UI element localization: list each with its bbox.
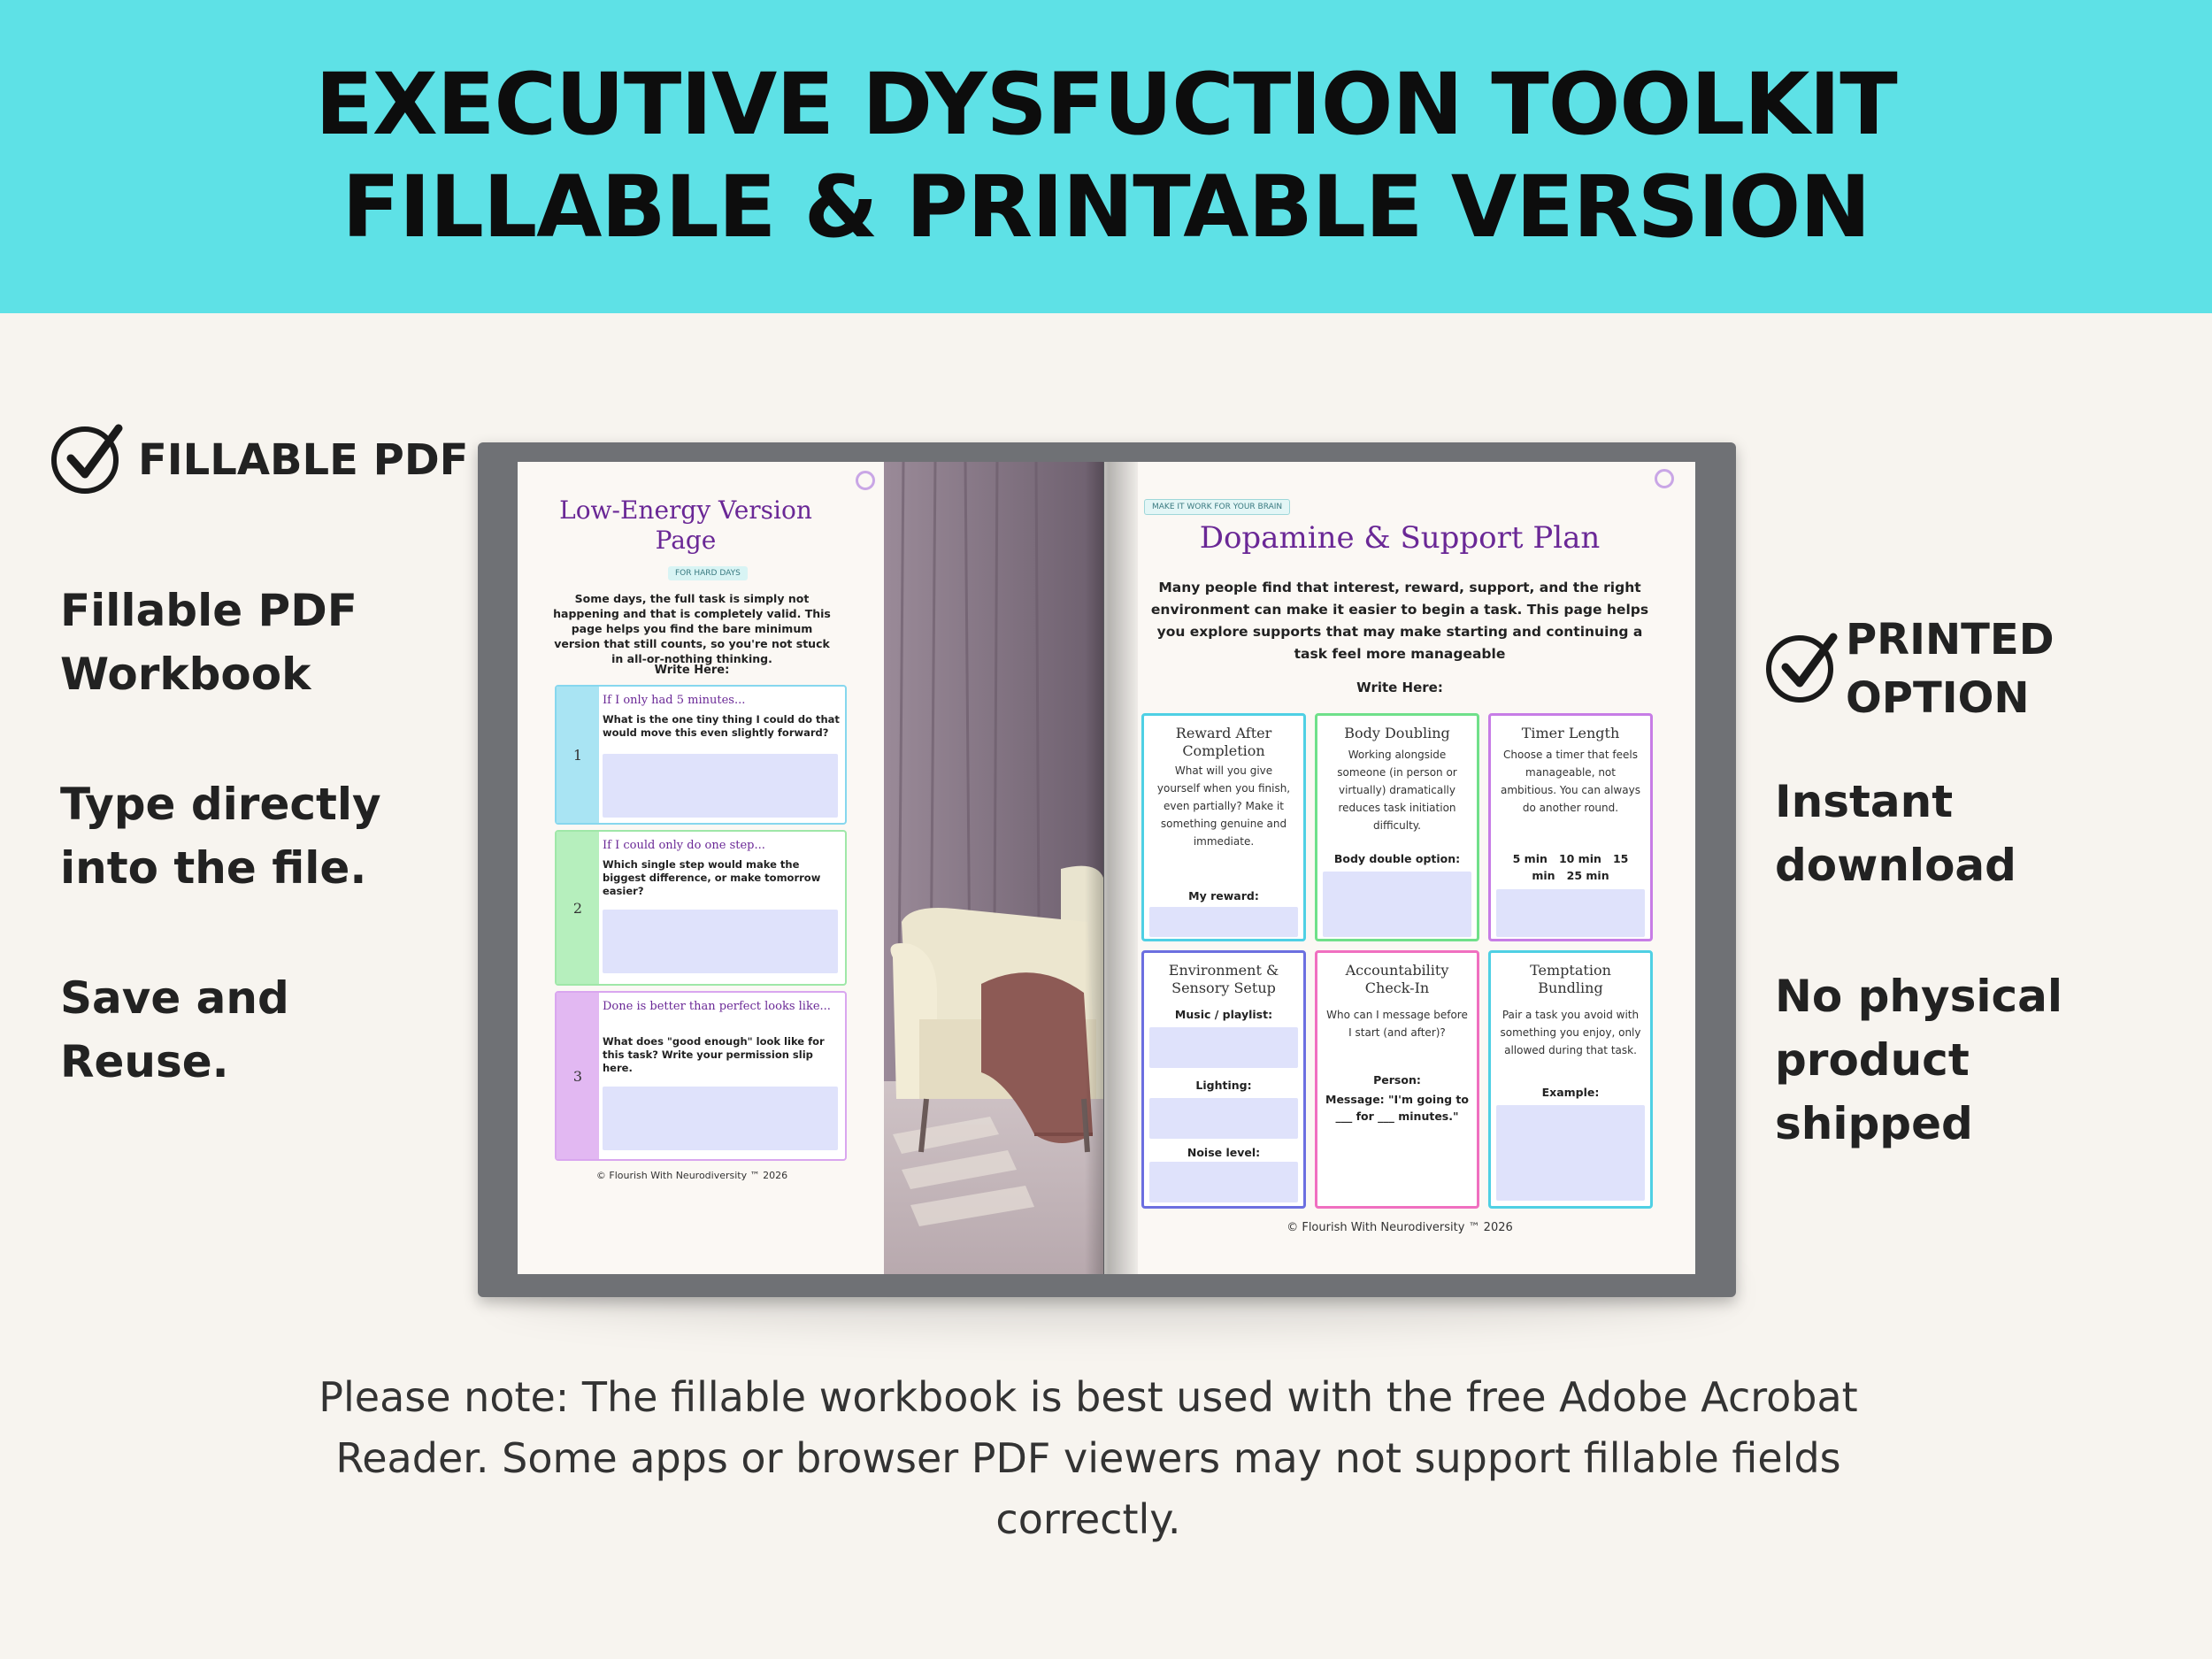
low-energy-intro: Some days, the full task is simply not h… — [553, 592, 831, 665]
printed-option-heading: PRINTED OPTION — [1766, 611, 2067, 727]
fillable-pdf-heading: FILLABLE PDF — [51, 424, 469, 494]
prompt-box-5-minutes: 1 If I only had 5 minutes... What is the… — [555, 685, 847, 825]
dopamine-plan-title: Dopamine & Support Plan — [1199, 520, 1601, 556]
card-title: Accountability Check-In — [1345, 962, 1449, 996]
card-label: Music / playlist: — [1174, 1008, 1273, 1021]
card-title: Body Doubling — [1344, 725, 1450, 741]
prompt-question: What is the one tiny thing I could do th… — [603, 713, 840, 739]
feature-save-reuse: Save and Reuse. — [60, 972, 289, 1087]
card-title: Reward After Completion — [1175, 725, 1272, 759]
brain-tag: MAKE IT WORK FOR YOUR BRAIN — [1144, 499, 1291, 515]
card-timer-length: Timer Length Choose a timer that feels m… — [1488, 713, 1653, 941]
feature-no-physical-product: No physical product shipped — [1775, 971, 2062, 1149]
prompt-number: 3 — [557, 993, 599, 1159]
prompt-lead: Done is better than perfect looks like..… — [603, 1000, 831, 1013]
check-circle-icon — [51, 424, 123, 494]
card-title: Timer Length — [1521, 725, 1620, 741]
copyright-footer: © Flourish With Neurodiversity ™ 2026 — [1286, 1221, 1513, 1234]
title-banner: EXECUTIVE DYSFUCTION TOOLKIT FILLABLE & … — [0, 0, 2212, 313]
prompt-box-one-step: 2 If I could only do one step... Which s… — [555, 830, 847, 986]
fillable-answer-field[interactable] — [603, 1087, 838, 1150]
copyright-footer: © Flourish With Neurodiversity ™ 2026 — [595, 1170, 788, 1181]
card-label: Body double option: — [1333, 852, 1461, 865]
hard-days-tag: FOR HARD DAYS — [668, 566, 748, 580]
card-title: Temptation Bundling — [1530, 962, 1611, 996]
card-title: Environment & Sensory Setup — [1168, 962, 1279, 996]
write-here-label: Write Here: — [654, 664, 730, 677]
fillable-answer-field[interactable] — [1496, 1105, 1645, 1201]
banner-title-line-2: FILLABLE & PRINTABLE VERSION — [342, 157, 1870, 257]
prompt-number: 2 — [557, 832, 599, 984]
adobe-reader-note: Please note: The fillable workbook is be… — [319, 1373, 1858, 1543]
write-here-label: Write Here: — [1356, 680, 1443, 695]
low-energy-page-title: Low-Energy Version Page — [559, 495, 812, 555]
card-label: Noise level: — [1187, 1146, 1261, 1159]
card-environment-sensory: Environment & Sensory Setup Music / play… — [1141, 950, 1306, 1209]
card-label: My reward: — [1188, 889, 1259, 902]
printed-option-title: PRINTED OPTION — [1846, 615, 2055, 723]
fillable-answer-field[interactable] — [1149, 907, 1298, 937]
prompt-question: Which single step would make the biggest… — [603, 858, 821, 897]
card-label: Person: — [1373, 1073, 1421, 1087]
fillable-answer-field[interactable] — [603, 754, 838, 818]
fillable-answer-field[interactable] — [1149, 1027, 1298, 1068]
card-body: Working alongside someone (in person or … — [1337, 749, 1457, 832]
card-reward-after-completion: Reward After Completion What will you gi… — [1141, 713, 1306, 941]
prompt-lead: If I could only do one step... — [603, 839, 765, 852]
fillable-answer-field[interactable] — [603, 910, 838, 973]
workbook-left-page: Low-Energy Version Page FOR HARD DAYS So… — [518, 462, 1103, 1274]
prompt-question: What does "good enough" look like for th… — [603, 1035, 825, 1074]
feature-fillable-workbook: Fillable PDF Workbook — [60, 585, 357, 700]
card-body: Pair a task you avoid with something you… — [1500, 1009, 1641, 1056]
check-circle-icon — [1766, 633, 1838, 703]
feature-type-directly: Type directly into the file. — [60, 779, 381, 894]
feature-instant-download: Instant download — [1775, 776, 2016, 891]
card-body-doubling: Body Doubling Working alongside someone … — [1315, 713, 1479, 941]
fillable-answer-field[interactable] — [1149, 1098, 1298, 1139]
lotus-logo-icon — [1655, 469, 1674, 488]
workbook-right-page: MAKE IT WORK FOR YOUR BRAIN Dopamine & S… — [1104, 462, 1695, 1274]
fillable-answer-field[interactable] — [1323, 872, 1471, 937]
banner-title-line-1: EXECUTIVE DYSFUCTION TOOLKIT — [315, 55, 1897, 154]
timer-options[interactable]: 5 min 10 min 15 min 25 min — [1512, 852, 1632, 882]
lotus-logo-icon — [856, 471, 875, 490]
fillable-pdf-title: FILLABLE PDF — [138, 435, 469, 485]
armchair-illustration — [884, 462, 1103, 1274]
card-body: Choose a timer that feels manageable, no… — [1501, 749, 1640, 814]
prompt-lead: If I only had 5 minutes... — [603, 694, 746, 707]
book-spine-shadow — [1085, 462, 1138, 1274]
card-label: Example: — [1541, 1086, 1600, 1099]
dopamine-plan-intro: Many people find that interest, reward, … — [1150, 580, 1649, 662]
fillable-answer-field[interactable] — [1496, 889, 1645, 937]
card-label: Message: "I'm going to ___ for ___ minut… — [1325, 1093, 1469, 1123]
prompt-box-good-enough: 3 Done is better than perfect looks like… — [555, 991, 847, 1161]
prompt-number: 1 — [557, 687, 599, 823]
card-body: What will you give yourself when you fin… — [1156, 764, 1291, 848]
card-label: Lighting: — [1195, 1079, 1252, 1092]
card-body: Who can I message before I start (and af… — [1326, 1009, 1468, 1039]
fillable-answer-field[interactable] — [1149, 1162, 1298, 1202]
card-temptation-bundling: Temptation Bundling Pair a task you avoi… — [1488, 950, 1653, 1209]
card-accountability-check-in: Accountability Check-In Who can I messag… — [1315, 950, 1479, 1209]
